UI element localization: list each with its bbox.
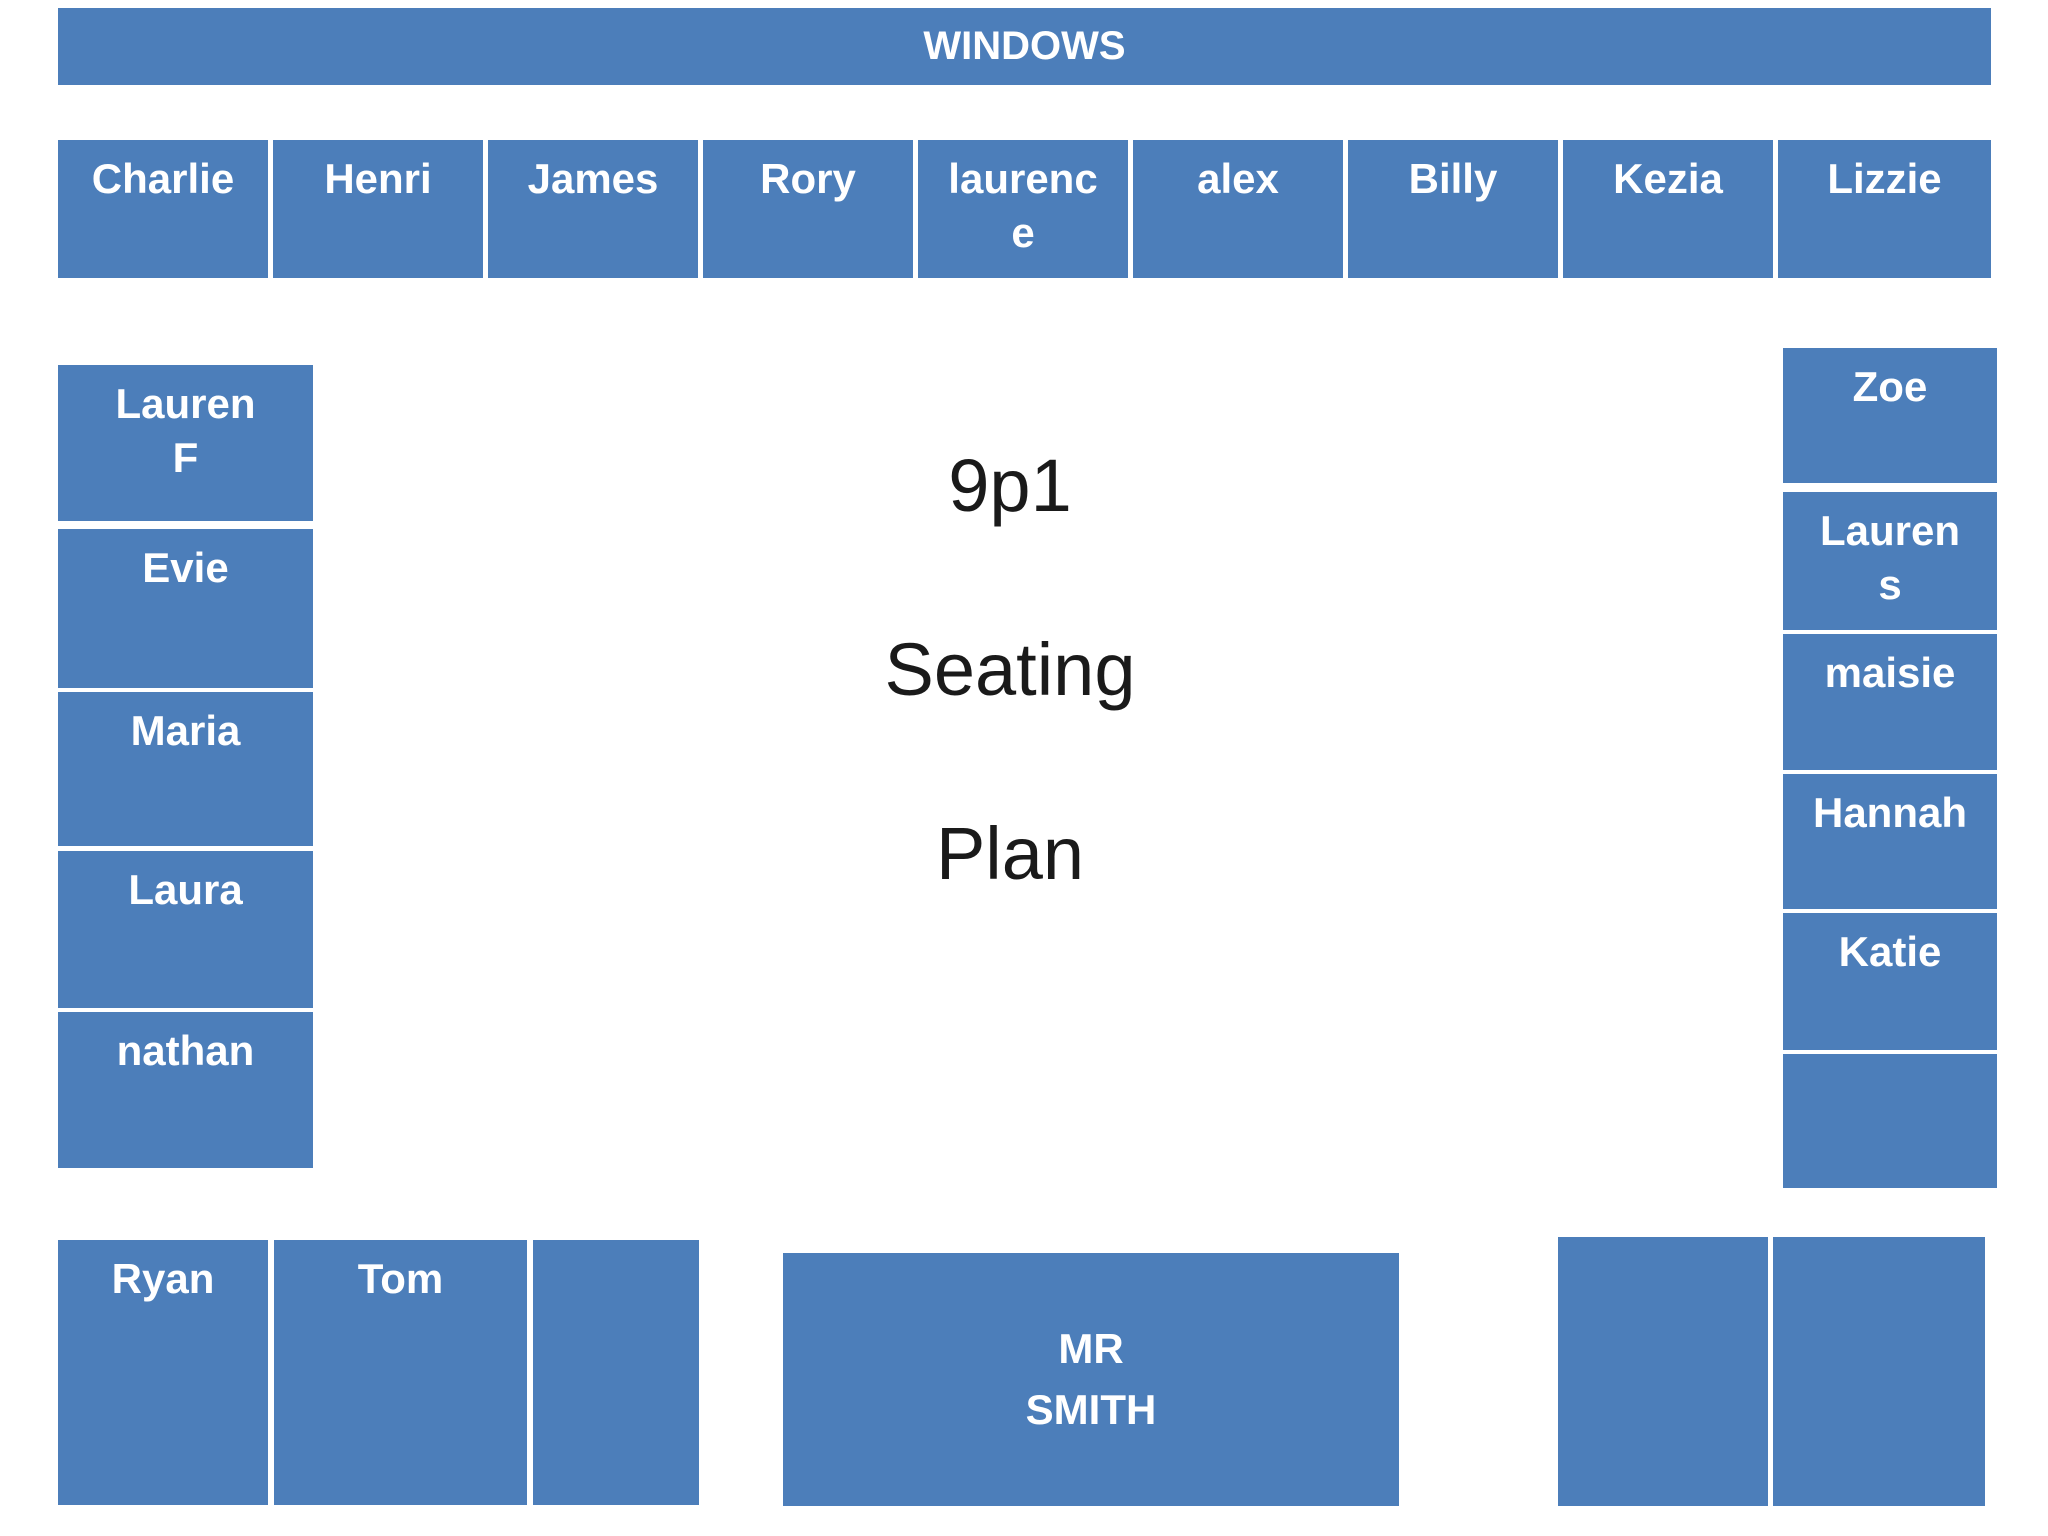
seat-zoe: Zoe bbox=[1783, 348, 1997, 483]
seat-james: James bbox=[488, 140, 698, 278]
seat-alex: alex bbox=[1133, 140, 1343, 278]
seat-empty-right-column bbox=[1783, 1054, 1997, 1188]
title-line-seating: Seating bbox=[884, 628, 1136, 711]
seat-empty-bottom-left bbox=[533, 1240, 699, 1505]
seat-billy: Billy bbox=[1348, 140, 1558, 278]
seat-laura: Laura bbox=[58, 851, 313, 1008]
seat-empty-bottom-right-2 bbox=[1773, 1237, 1985, 1506]
seat-kezia: Kezia bbox=[1563, 140, 1773, 278]
seat-laurence: laurenc e bbox=[918, 140, 1128, 278]
teacher-desk: MR SMITH bbox=[783, 1253, 1399, 1506]
seat-katie: Katie bbox=[1783, 913, 1997, 1050]
seat-hannah: Hannah bbox=[1783, 774, 1997, 909]
seat-nathan: nathan bbox=[58, 1012, 313, 1168]
seat-ryan: Ryan bbox=[58, 1240, 268, 1505]
seat-lauren-s: Lauren s bbox=[1783, 492, 1997, 630]
seat-maisie: maisie bbox=[1783, 634, 1997, 770]
seat-evie: Evie bbox=[58, 529, 313, 688]
seat-empty-bottom-right-1 bbox=[1558, 1237, 1768, 1506]
seat-tom: Tom bbox=[274, 1240, 527, 1505]
seat-maria: Maria bbox=[58, 692, 313, 846]
title-line-class: 9p1 bbox=[948, 444, 1072, 527]
windows-banner: WINDOWS bbox=[58, 8, 1991, 85]
seat-charlie: Charlie bbox=[58, 140, 268, 278]
seat-lizzie: Lizzie bbox=[1778, 140, 1991, 278]
seat-lauren-f: Lauren F bbox=[58, 365, 313, 521]
title-line-plan: Plan bbox=[935, 812, 1085, 895]
seat-henri: Henri bbox=[273, 140, 483, 278]
seat-rory: Rory bbox=[703, 140, 913, 278]
